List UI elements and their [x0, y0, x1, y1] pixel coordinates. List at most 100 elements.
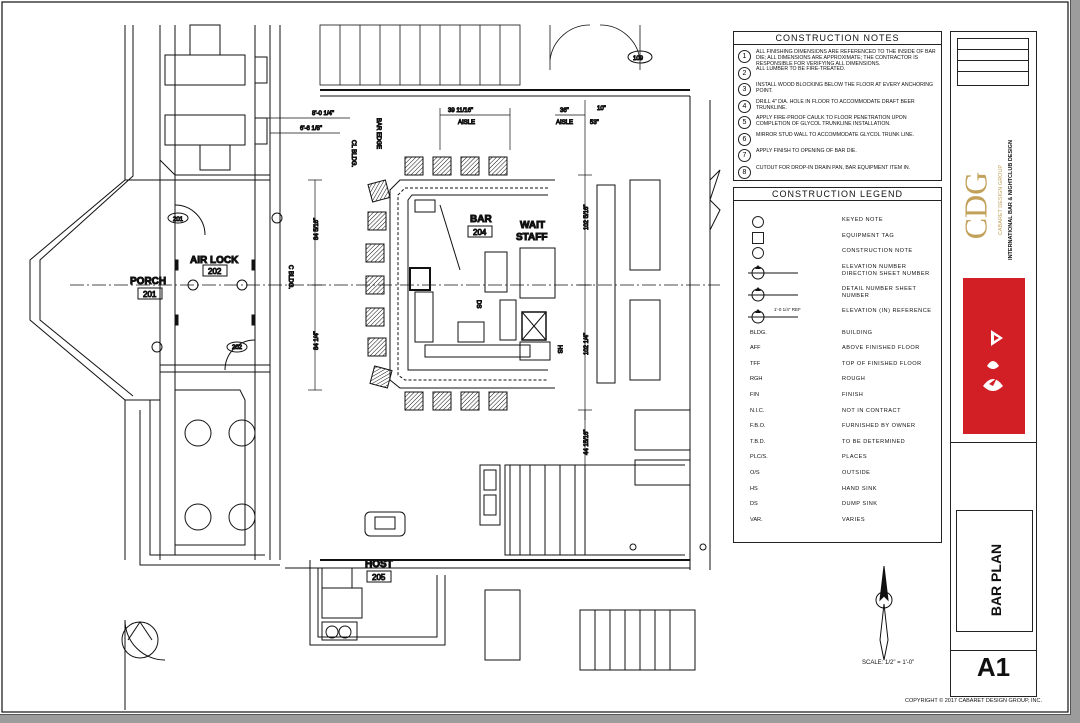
- room-label-bar: BAR: [470, 214, 492, 225]
- legend-symbol-label: CONSTRUCTION NOTE: [842, 248, 913, 254]
- note-text: MIRROR STUD WALL TO ACCOMMODATE GLYCOL T…: [756, 131, 915, 138]
- logo-text: CDG: [957, 171, 994, 240]
- legend-abbreviation-row: FIN FINISH: [734, 390, 941, 405]
- bar-stools: [365, 156, 508, 411]
- note-number-circle: 2: [738, 66, 751, 80]
- dimension-lines: [260, 100, 592, 465]
- dim-3: 39 11/16": [448, 108, 473, 114]
- legend-symbol-row: 1'-0 1/4" REF ELEVATION (IN) REFERENCE: [734, 306, 941, 328]
- room-label-host: HOST: [365, 559, 393, 570]
- abbreviation-meaning: DUMP SINK: [842, 501, 878, 508]
- abbreviation-meaning: ABOVE FINISHED FLOOR: [842, 345, 920, 352]
- construction-note-item: 3 INSTALL WOOD BLOCKING BELOW THE FLOOR A…: [734, 82, 941, 98]
- room-label-wait: WAIT: [520, 220, 545, 231]
- construction-note-item: 4 DRILL 4" DIA. HOLE IN FLOOR TO ACCOMMOD…: [734, 99, 941, 115]
- revision-table: [957, 38, 1029, 86]
- dim-cl-bldg: CL BLDG.: [350, 140, 356, 167]
- note-number-circle: 8: [738, 165, 751, 179]
- abbreviation-meaning: FINISH: [842, 391, 864, 398]
- note-text: ALL FINISHING DIMENSIONS ARE REFERENCED …: [756, 49, 936, 67]
- legend-abbreviation-row: O/S OUTSIDE: [734, 468, 941, 483]
- abbreviation: BLDG.: [750, 329, 767, 336]
- note-text: ALL LUMBER TO BE FIRE-TREATED.: [756, 65, 846, 72]
- abbreviation-meaning: ROUGH: [842, 376, 866, 383]
- interior-walls: [279, 25, 711, 570]
- equip-tag-hs: HS: [556, 345, 562, 353]
- dim-11: 44 15/16": [584, 430, 590, 456]
- dim-aisle-2: AISLE: [556, 120, 573, 126]
- dim-2: 6'-6 1/8": [300, 126, 322, 132]
- room-number-host: 205: [372, 573, 386, 582]
- legend-symbol-label: ELEVATION (IN) REFERENCE: [842, 307, 932, 314]
- note-text: DRILL 4" DIA. HOLE IN FLOOR TO ACCOMMODA…: [756, 98, 915, 111]
- abbreviation: FIN: [750, 391, 760, 398]
- room-number-boxes: [137, 225, 493, 583]
- circle-symbol-icon: [748, 216, 798, 229]
- note-text: CUTOUT FOR DROP-IN DRAIN PAN, BAR EQUIPM…: [756, 164, 911, 171]
- abbreviation-meaning: HAND SINK: [842, 485, 877, 492]
- abbreviation-meaning: TOP OF FINISHED FLOOR: [842, 360, 922, 367]
- equip-tag-ds: DS: [475, 300, 481, 308]
- note-text: APPLY FINISH TO OPENING OF BAR DIE.: [756, 148, 857, 154]
- door-tags: [167, 50, 653, 353]
- abbreviation-meaning: NOT IN CONTRACT: [842, 407, 901, 414]
- abbreviation: N.I.C.: [750, 407, 765, 414]
- abbreviation-meaning: BUILDING: [842, 329, 873, 336]
- note-number-circle: 7: [738, 149, 751, 162]
- dim-8: 84 1/4": [314, 331, 320, 350]
- airlock-doors: [174, 204, 256, 371]
- room-label-porch: PORCH: [130, 276, 166, 287]
- sheet-number: A1: [976, 652, 1011, 682]
- note-number-circle: 4: [738, 99, 751, 113]
- brand-panel: [963, 278, 1025, 434]
- abbreviation: F.B.O.: [750, 423, 766, 430]
- detail-symbol-icon: [748, 285, 798, 301]
- benches: [164, 24, 268, 171]
- lower-service: [364, 464, 685, 556]
- abbreviation-meaning: PLACES: [842, 454, 868, 461]
- note-number-circle: 3: [738, 83, 751, 96]
- dim-aisle-1: AISLE: [458, 120, 475, 126]
- abbreviation: PLC/S.: [750, 454, 768, 461]
- copyright-note: COPYRIGHT © 2017 CABARET DESIGN GROUP, I…: [905, 698, 1043, 704]
- bar-floor-plan: AIR LOCK 202 PORCH 201 BAR 204 WAIT STAF…: [1, 1, 1069, 713]
- construction-note-item: 6 MIRROR STUD WALL TO ACCOMMODATE GLYCOL …: [734, 132, 941, 148]
- abbreviation: O/S: [750, 469, 760, 476]
- legend-abbreviation-row: N.I.C. NOT IN CONTRACT: [734, 406, 941, 421]
- circle-symbol-icon: [748, 247, 798, 260]
- sheet-border: [1, 1, 1069, 713]
- abbreviation-meaning: OUTSIDE: [842, 469, 871, 476]
- scale-note: SCALE: 1/2" = 1'-0": [862, 660, 915, 666]
- dim-7: 84 5/16": [314, 218, 320, 240]
- abbreviation: AFF: [750, 345, 761, 352]
- host-area: [124, 560, 696, 710]
- right-equipment: [596, 169, 721, 486]
- legend-symbol-label: KEYED NOTE: [842, 217, 884, 223]
- room-number-porch: 201: [143, 290, 157, 299]
- exterior-walls: [139, 25, 280, 566]
- north-arrow-icon: [875, 565, 893, 661]
- legend-symbol-row: CONSTRUCTION NOTE: [734, 246, 941, 261]
- keyed-notes: [151, 212, 707, 551]
- legend-symbol-mark: 1'-0 1/4" REF: [774, 306, 801, 312]
- room-label-airlock: AIR LOCK: [190, 255, 239, 266]
- note-text: INSTALL WOOD BLOCKING BELOW THE FLOOR AT…: [756, 82, 934, 94]
- note-number-circle: 6: [738, 132, 751, 146]
- legend-abbreviation-row: T.B.D.TO BE DETERMINED: [734, 437, 941, 452]
- elev-in-symbol-icon: 1'-0 1/4" REF: [748, 307, 801, 323]
- door-tag-202: 202: [232, 345, 243, 351]
- construction-note-item: 2 ALL LUMBER TO BE FIRE-TREATED.: [734, 66, 941, 82]
- dim-bar-edge: BAR EDGE: [375, 118, 381, 149]
- room-label-staff: STAFF: [516, 232, 547, 243]
- abbreviation: T.B.D.: [750, 438, 766, 445]
- legend-abbreviation-row: PLC/S. PLACES: [734, 452, 941, 467]
- square-symbol-icon: [748, 231, 798, 245]
- legend-symbol-label: ELEVATION NUMBER DIRECTION SHEET NUMBER: [842, 263, 930, 277]
